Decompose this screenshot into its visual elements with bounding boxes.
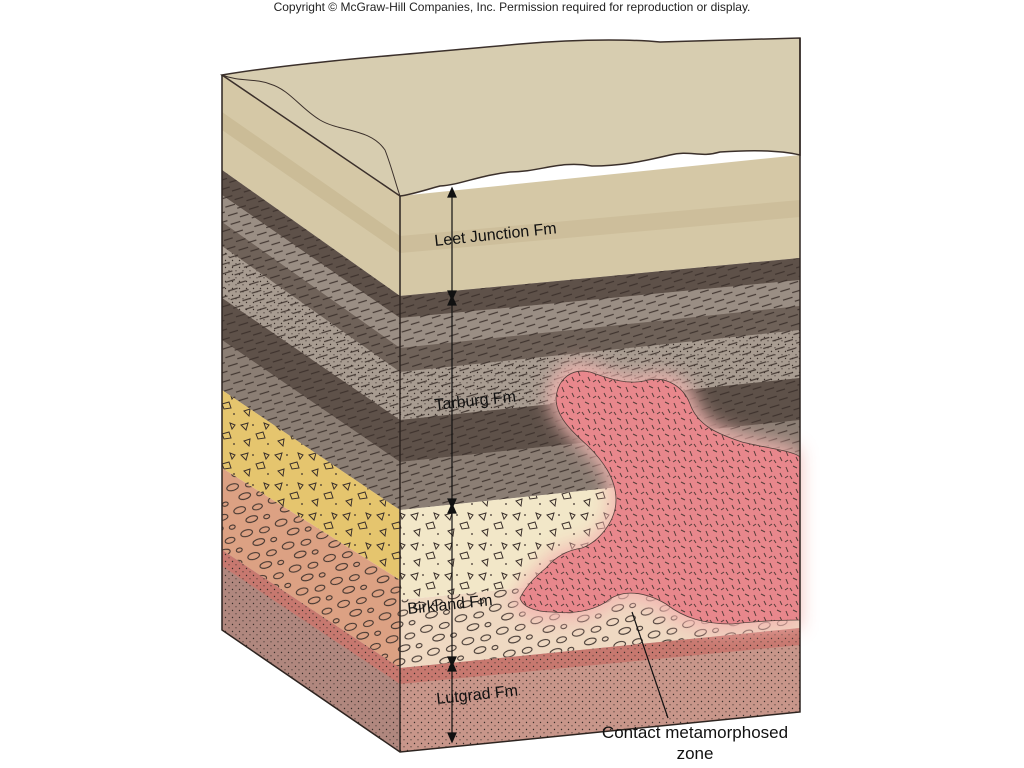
top-surface [220, 37, 801, 197]
front-face [400, 155, 800, 752]
zone-leader-line [631, 611, 669, 719]
copyright-notice: Copyright © McGraw-Hill Companies, Inc. … [273, 0, 751, 14]
block-outline [221, 38, 801, 753]
left-face [222, 75, 400, 752]
thickness-markers [447, 186, 457, 744]
contact-zone-label-line-2: zone [676, 744, 714, 763]
contact-zone-label-line-1: Contact metamorphosed [601, 723, 789, 742]
contact-metamorphosed-zone [512, 362, 801, 632]
contact-zone-label: Contact metamorphosed zone [575, 722, 815, 764]
top-face [220, 37, 801, 197]
